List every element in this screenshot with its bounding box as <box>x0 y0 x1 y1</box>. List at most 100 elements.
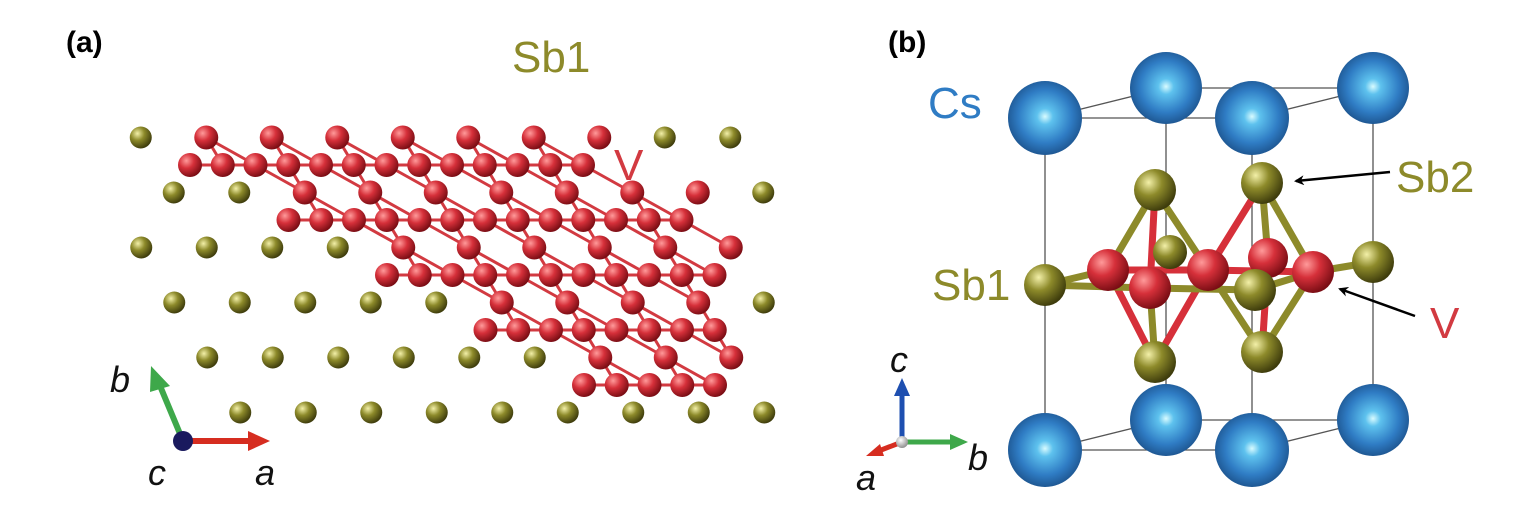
sb1-atom <box>195 236 218 259</box>
sb2-label: Sb2 <box>1396 153 1474 202</box>
v-atom <box>653 345 678 370</box>
c-axis-arrowhead-b <box>894 378 910 396</box>
b-axis-label-b: b <box>968 437 988 478</box>
v-atoms-slab <box>1087 238 1334 309</box>
b-axis-arrow <box>155 379 186 443</box>
sb1-atom <box>294 401 317 424</box>
c-axis-label: c <box>148 452 166 493</box>
v-atom <box>456 235 481 260</box>
v-atom <box>341 153 366 177</box>
sb-atoms-front <box>1024 264 1276 311</box>
v-atom <box>276 208 301 232</box>
sb1-label-b: Sb1 <box>932 261 1010 310</box>
sb1-atom <box>162 181 185 204</box>
sb1-atom <box>326 236 349 259</box>
c-axis-label-b: c <box>890 339 908 380</box>
b-axis-arrowhead-b <box>950 434 968 450</box>
v-atom <box>604 373 629 397</box>
v-pointer-arrow <box>1338 287 1416 318</box>
v-atom <box>718 235 743 260</box>
v-atom <box>702 263 727 287</box>
v-atom <box>374 153 399 177</box>
sb1-atom <box>556 401 579 424</box>
v-atom <box>555 290 580 315</box>
v-atom <box>194 125 219 150</box>
v-atoms <box>178 125 744 397</box>
v-atom <box>686 290 711 315</box>
v-atom <box>259 125 284 150</box>
v-atom <box>604 318 629 342</box>
v-atom <box>636 208 661 232</box>
sb1-atom <box>458 346 481 369</box>
v-atom <box>276 153 301 177</box>
sb1-atom <box>261 236 284 259</box>
v-atom <box>604 208 628 232</box>
sb1-atom <box>523 346 546 369</box>
sb1-atom <box>425 401 448 424</box>
v-atom <box>391 235 416 260</box>
sb1-atom <box>129 126 152 149</box>
v-atom <box>456 125 481 150</box>
v-atom <box>571 318 596 342</box>
v-atom <box>685 180 710 205</box>
v-atom <box>653 235 678 260</box>
v-atom <box>472 153 497 177</box>
a-axis-arrowhead-b <box>866 444 884 456</box>
sb1-atom <box>719 126 742 149</box>
v-atom <box>670 318 694 342</box>
v-atom <box>505 153 530 177</box>
v-atom <box>342 208 366 232</box>
axes-triad-b: c b a <box>856 339 988 498</box>
cs-label: Cs <box>928 79 982 128</box>
sb1-atom <box>130 236 153 259</box>
axes-triad-a: b c a <box>110 359 275 493</box>
v-atom <box>325 125 350 150</box>
v-atom <box>375 263 399 287</box>
v-atom <box>703 373 727 397</box>
a-axis-label-b: a <box>856 457 876 498</box>
v-atom <box>587 125 612 150</box>
sb1-atom <box>753 401 776 424</box>
sb1-atom <box>425 291 448 314</box>
v-atom <box>292 180 317 205</box>
origin-node-b <box>896 436 908 448</box>
sb1-atom <box>360 401 383 424</box>
v-atom <box>637 373 662 397</box>
a-axis-label: a <box>255 452 275 493</box>
v-atom <box>440 263 465 287</box>
v-label-b: V <box>1430 299 1460 348</box>
v-atom <box>538 153 563 177</box>
sb1-atom <box>392 346 415 369</box>
sb1-atom <box>752 291 775 314</box>
v-atom <box>637 263 661 287</box>
a-axis-arrowhead <box>248 431 270 451</box>
v-atom <box>440 153 464 177</box>
v-atom <box>571 208 596 232</box>
sb1-atom <box>229 401 252 424</box>
v-atom <box>309 208 334 232</box>
sb1-atom <box>653 126 676 149</box>
v-atom <box>554 180 579 205</box>
v-atom <box>473 208 497 232</box>
v-atom <box>390 125 415 150</box>
panel-b: (b) <box>856 26 1474 498</box>
v-atom <box>521 125 546 150</box>
sb1-atom <box>752 181 775 204</box>
sb1-atom <box>163 291 186 314</box>
panel-b-label: (b) <box>888 26 926 59</box>
sb1-atom <box>228 291 251 314</box>
v-atom <box>473 318 498 342</box>
panel-a-label: (a) <box>66 26 103 59</box>
sb1-atom <box>687 401 710 424</box>
v-atom <box>489 290 514 315</box>
sb1-atom <box>491 401 514 424</box>
sb-atoms-slab <box>1134 162 1394 383</box>
v-atom <box>719 345 744 370</box>
sb1-atom <box>196 346 219 369</box>
sb1-atom <box>228 181 251 204</box>
v-atom <box>407 263 432 287</box>
v-atom <box>538 208 563 232</box>
v-atom <box>309 153 333 177</box>
v-atom <box>506 263 530 287</box>
v-atom <box>423 180 448 205</box>
